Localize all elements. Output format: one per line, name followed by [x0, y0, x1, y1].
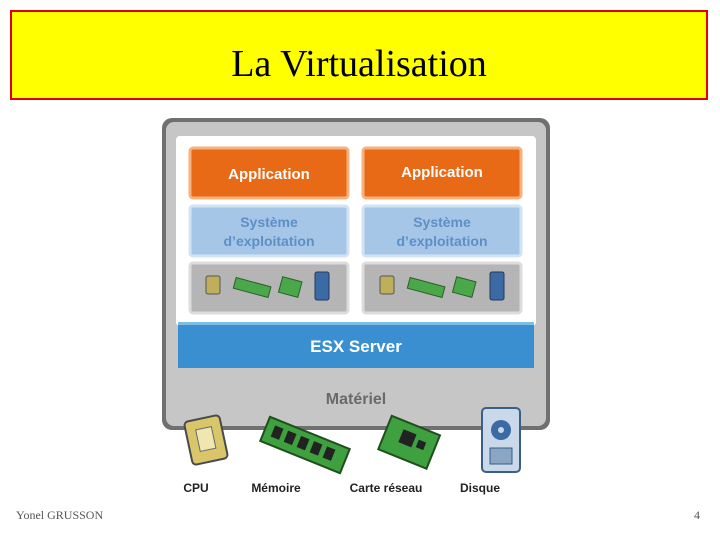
vm-right-os-box [361, 204, 523, 258]
vm-left-application-label: Application [228, 166, 310, 183]
vm-right-os-line1: Système [413, 214, 471, 230]
footer-author: Yonel GRUSSON [16, 508, 104, 522]
device-label-network-card: Carte réseau [350, 481, 423, 495]
vm-left-application-box [188, 146, 350, 200]
vm-right-os-line2: d’exploitation [397, 233, 488, 249]
device-label-cpu: CPU [183, 481, 208, 495]
network-card-icon [376, 414, 442, 470]
vm-left-os-box [188, 204, 350, 258]
vm-right-memory-icon [406, 276, 446, 299]
device-label-disk: Disque [460, 481, 500, 495]
vm-left-network-card-icon [277, 276, 303, 298]
hypervisor-highlight [178, 322, 534, 325]
vm-left-cpu-icon [205, 275, 221, 295]
device-label-memory: Mémoire [251, 481, 301, 495]
title-banner: La Virtualisation [10, 10, 708, 100]
hardware-label: Matériel [326, 391, 386, 408]
vm-right-disk-icon [489, 271, 505, 301]
vm-right: Application Système d’exploitation [361, 146, 523, 315]
vm-right-cpu-icon [379, 275, 395, 295]
memory-icon [258, 415, 352, 475]
vm-right-application-label: Application [401, 164, 483, 181]
vm-left-os-line1: Système [240, 214, 298, 230]
footer-page-number: 4 [694, 508, 700, 522]
disk-icon [481, 407, 521, 473]
vm-right-network-card-icon [451, 276, 477, 298]
vm-right-application-box [361, 146, 523, 200]
hypervisor-label: ESX Server [310, 337, 402, 356]
vm-left-disk-icon [314, 271, 330, 301]
cpu-icon [183, 414, 229, 466]
slide-title: La Virtualisation [231, 43, 487, 85]
vm-left-os-line2: d’exploitation [224, 233, 315, 249]
vm-left-memory-icon [232, 276, 272, 299]
hypervisor-bar [178, 322, 534, 368]
vm-left: Application Système d’exploitation [188, 146, 350, 315]
